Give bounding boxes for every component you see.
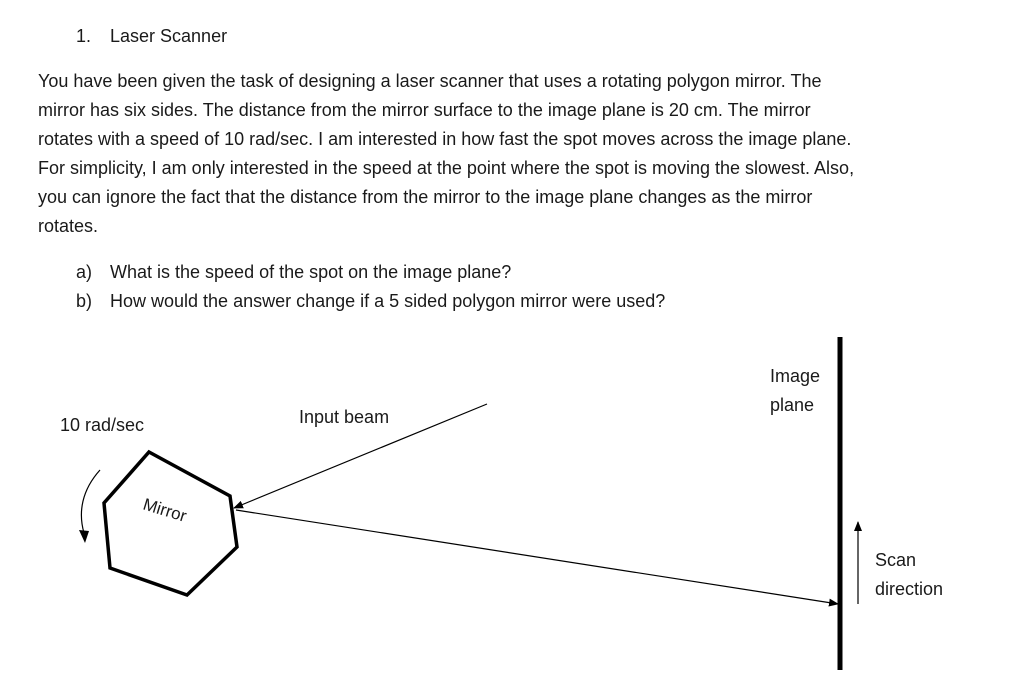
mirror-label: Mirror bbox=[141, 495, 189, 526]
question-marker: b) bbox=[76, 291, 93, 311]
scan-label-line1: Scan bbox=[875, 550, 917, 570]
paragraph-line: rotates with a speed of 10 rad/sec. I am… bbox=[38, 129, 852, 149]
problem-number: 1. bbox=[76, 26, 92, 46]
paragraph-line: mirror has six sides. The distance from … bbox=[38, 100, 811, 120]
paragraph-line: you can ignore the fact that the distanc… bbox=[38, 187, 813, 207]
paragraph-line: You have been given the task of designin… bbox=[38, 71, 822, 91]
question-list: a) What is the speed of the spot on the i… bbox=[76, 258, 665, 316]
problem-title: Laser Scanner bbox=[110, 26, 228, 46]
question-text: How would the answer change if a 5 sided… bbox=[110, 291, 666, 311]
paragraph-line: rotates. bbox=[38, 216, 99, 236]
hexagon-mirror bbox=[102, 449, 239, 598]
question-marker: a) bbox=[76, 262, 93, 282]
paragraph-line: For simplicity, I am only interested in … bbox=[38, 158, 855, 178]
problem-heading: 1. Laser Scanner bbox=[76, 24, 227, 48]
reflected-beam-line bbox=[235, 509, 839, 607]
problem-statement: You have been given the task of designin… bbox=[38, 67, 983, 241]
scan-label-line2: direction bbox=[875, 579, 944, 599]
question-text: What is the speed of the spot on the ima… bbox=[110, 262, 512, 282]
question-b: b) How would the answer change if a 5 sid… bbox=[76, 287, 665, 316]
question-a: a) What is the speed of the spot on the i… bbox=[76, 258, 665, 287]
rotation-speed-label: 10 rad/sec bbox=[60, 415, 145, 435]
input-beam-line bbox=[233, 403, 488, 509]
image-plane-label-line2: plane bbox=[770, 395, 815, 415]
image-plane-label-line1: Image bbox=[770, 366, 821, 386]
rotation-arrowhead-icon bbox=[79, 530, 89, 543]
rotation-arrow bbox=[80, 469, 101, 534]
input-beam-label: Input beam bbox=[299, 407, 390, 427]
